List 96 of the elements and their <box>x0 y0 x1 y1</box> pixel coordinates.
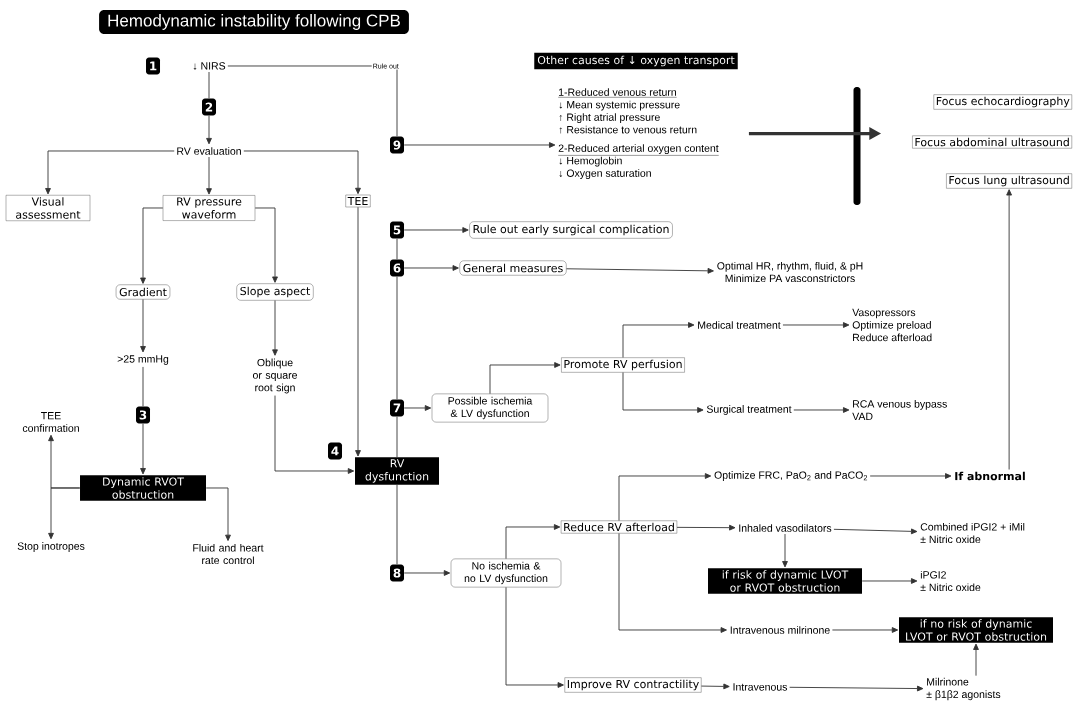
arrow <box>676 524 736 531</box>
process-box: Reduce RV afterload <box>560 520 678 534</box>
arrow <box>869 473 952 479</box>
flow-text: RCA venous bypass VAD <box>852 399 947 421</box>
flow-text: TEE confirmation <box>22 412 79 432</box>
flow-text: >25 mmHg <box>117 355 169 365</box>
connector-line <box>396 238 398 260</box>
rounded-box: No ischemia & no LV dysfunction <box>450 558 562 588</box>
step-number-badge: 7 <box>390 399 404 417</box>
highlight-box: if no risk of dynamic LVOT or RVOT obstruction <box>899 617 1053 643</box>
process-box: Visual assessment <box>5 195 91 221</box>
connector-line <box>396 416 398 458</box>
arrow <box>403 142 556 148</box>
process-box: Improve RV contractility <box>564 677 702 693</box>
arrow <box>274 395 355 474</box>
arrow <box>505 524 561 560</box>
arrow <box>973 643 979 677</box>
connector-line <box>396 276 398 400</box>
rounded-box: Rule out early surgical complication <box>469 221 673 239</box>
section-heading: Other causes of ↓ oxygen transport <box>534 52 738 70</box>
flow-text: Intravenous milrinone <box>730 626 830 634</box>
arrow <box>622 372 704 413</box>
process-box: Focus abdominal ultrasound <box>912 135 1072 149</box>
arrow <box>831 627 899 633</box>
arrow <box>205 487 231 541</box>
rounded-box: General measures <box>459 260 567 276</box>
process-box: Focus lung ultrasound <box>946 173 1072 189</box>
arrow <box>206 115 212 145</box>
arrow <box>566 267 714 274</box>
connector-line <box>208 71 210 99</box>
flow-text: Intravenous <box>733 683 788 691</box>
arrow <box>701 683 730 690</box>
flow-text: Oblique or square root sign <box>253 358 297 394</box>
flow-text: Vasopressors Optimize preload Reduce afterload <box>852 308 932 342</box>
arrow <box>206 156 212 195</box>
arrow <box>45 150 175 195</box>
arrow <box>140 299 146 353</box>
title: Hemodynamic instability following CPB <box>99 10 409 34</box>
arrow <box>140 207 164 284</box>
process-box: TEE <box>345 194 371 208</box>
flow-text: Medical treatment <box>698 321 781 329</box>
step-number-badge: 3 <box>136 406 150 424</box>
arrow <box>403 405 432 411</box>
rounded-box: Gradient <box>115 284 171 300</box>
step-number-badge: 6 <box>390 259 404 277</box>
flow-text: Stop inotropes <box>17 542 85 552</box>
arrow <box>861 578 918 584</box>
step-number-badge: 2 <box>202 98 216 116</box>
arrow <box>403 265 459 271</box>
connector-line <box>396 484 398 565</box>
step-number-badge: 8 <box>390 564 404 582</box>
arrow <box>618 533 727 633</box>
flow-text: Fluid and heart rate control <box>193 543 264 565</box>
arrow <box>618 473 712 521</box>
flow-text: Surgical treatment <box>706 405 792 415</box>
arrow <box>622 322 695 358</box>
arrow <box>140 423 146 475</box>
arrow <box>789 685 924 692</box>
arrow <box>403 570 451 576</box>
arrow <box>793 407 850 413</box>
process-box: RV pressure waveform <box>162 195 256 221</box>
arrow <box>48 487 81 540</box>
flow-text: Inhaled vasodilators <box>739 524 832 532</box>
highlight-box: if risk of dynamic LVOT or RVOT obstruction <box>708 568 862 594</box>
step-number-badge: 5 <box>390 221 404 239</box>
connector-line <box>142 366 144 407</box>
arrow <box>489 362 561 395</box>
arrow <box>782 322 850 328</box>
arrow <box>782 533 788 568</box>
vertical-bar <box>853 87 861 205</box>
flow-text: Milrinone ± β1β2 agonists <box>926 677 1001 701</box>
highlight-box: Dynamic RVOT obstruction <box>80 475 206 501</box>
rounded-box: Possible ischemia & LV dysfunction <box>431 393 549 423</box>
text-list: 1-Reduced venous return ↓ Mean systemic pressure ↑ Right atrial pressure ↑ Resistance to venous return 2-Reduced arterial oxygen content ↓ Hemoglobin ↓ Oxygen saturation <box>558 88 719 179</box>
process-box: Focus echocardiography <box>933 94 1072 110</box>
flow-text: ↓ NIRS <box>193 62 226 70</box>
arrow <box>833 528 918 535</box>
arrow <box>243 150 361 195</box>
flow-text: Combined iPGI2 + iMil ± Nitric oxide <box>920 522 1025 544</box>
highlight-box: RV dysfunction <box>355 457 439 485</box>
flow-text: iPGI2 ± Nitric oxide <box>920 570 981 592</box>
step-number-badge: 9 <box>390 136 404 154</box>
flow-text: Optimal HR, rhythm, fluid, & pH Minimize PA vasconstrictors <box>717 261 863 283</box>
flow-text: If abnormal <box>955 471 1025 481</box>
flow-text: RV evaluation <box>177 147 241 155</box>
arrow <box>505 586 564 688</box>
arrow <box>1006 189 1012 470</box>
arrow <box>272 300 278 356</box>
flow-text: Optimize FRC, PaO$_{2}$ and PaCO$_{2}$ <box>714 471 868 481</box>
arrow <box>403 227 469 233</box>
step-number-badge: 1 <box>146 57 160 75</box>
arrow <box>355 206 361 457</box>
rounded-box: Slope aspect <box>236 283 314 301</box>
process-box: Promote RV perfusion <box>561 357 685 373</box>
step-number-badge: 4 <box>328 442 342 460</box>
arrow <box>254 207 278 283</box>
